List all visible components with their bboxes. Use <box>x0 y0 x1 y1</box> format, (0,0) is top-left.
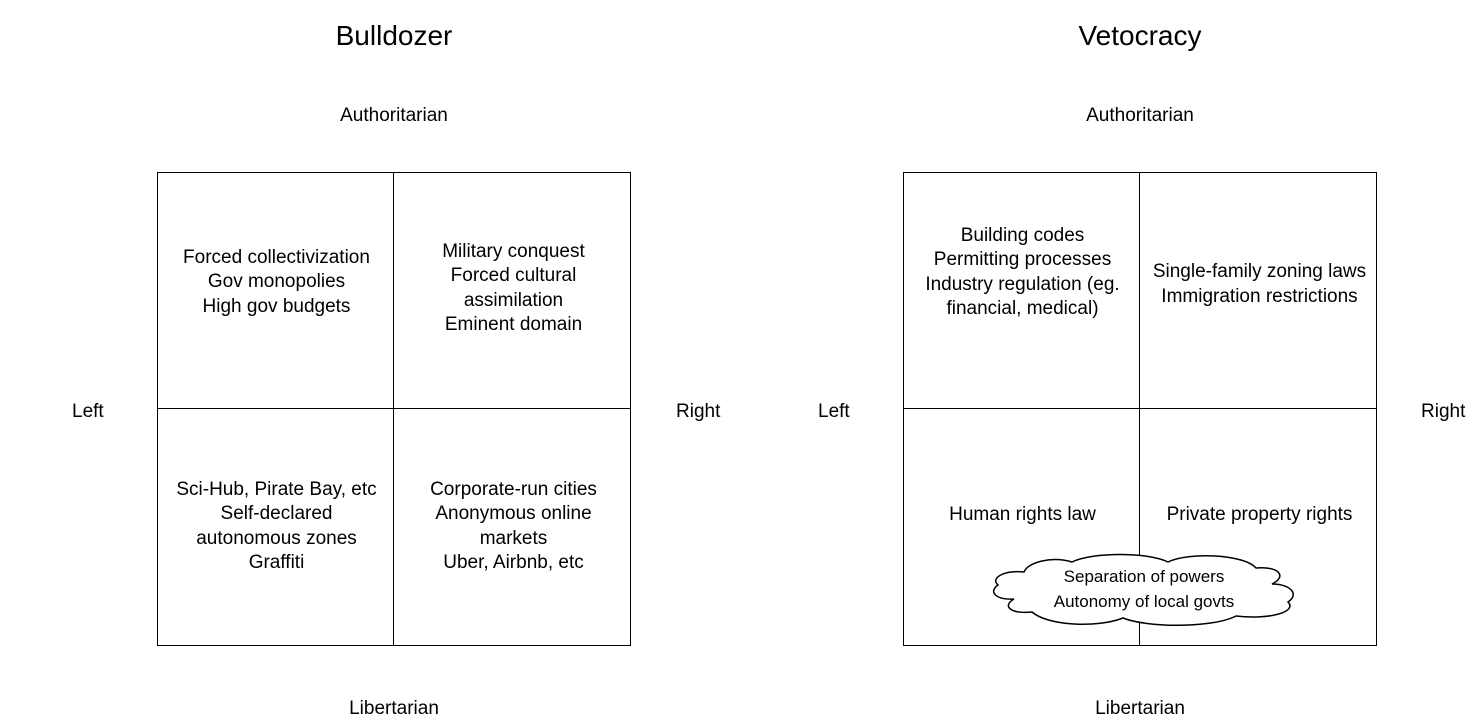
cell-line: Graffiti <box>248 552 305 573</box>
cell-line: Forced cultural <box>450 265 577 286</box>
vetocracy-cell-bottom-right: Private property rights <box>1141 410 1378 647</box>
cell-line: Anonymous online <box>435 503 592 524</box>
cloud-line-1: Separation of powers <box>1063 567 1225 586</box>
cell-line: Corporate-run cities <box>430 478 597 500</box>
bulldozer-cell-bottom-left: Sci-Hub, Pirate Bay, etc Self-declared a… <box>158 410 395 647</box>
vetocracy-cell-top-left: Building codes Permitting processes Indu… <box>904 173 1141 410</box>
cell-line: financial, medical) <box>946 298 1099 319</box>
cell-line: Permitting processes <box>933 249 1112 270</box>
vetocracy-axis-right-label: Right <box>1421 401 1466 422</box>
cloud-shape <box>993 553 1294 627</box>
vetocracy-cell-bottom-left: Human rights law <box>904 410 1141 647</box>
vetocracy-axis-left-label: Left <box>818 401 850 422</box>
bulldozer-axis-bottom-label: Libertarian <box>349 698 439 719</box>
cell-line: High gov budgets <box>202 295 351 317</box>
cell-line: Immigration restrictions <box>1161 285 1358 307</box>
bulldozer-cell-top-left: Forced collectivization Gov monopolies H… <box>158 173 395 410</box>
bulldozer-horizontal-divider <box>158 408 630 410</box>
cell-line: assimilation <box>463 289 564 311</box>
bulldozer-quadrant-grid: Forced collectivization Gov monopolies H… <box>157 172 631 646</box>
bulldozer-title: Bulldozer <box>335 20 453 51</box>
bulldozer-cell-top-right: Military conquest Forced cultural assimi… <box>395 173 632 410</box>
vetocracy-cell-top-right: Single-family zoning laws Immigration re… <box>1141 173 1378 410</box>
cloud-line-2: Autonomy of local govts <box>1053 592 1235 611</box>
bulldozer-axis-left-label: Left <box>72 401 104 422</box>
cell-line: Industry regulation (eg. <box>925 273 1120 295</box>
cell-line: Building codes <box>960 224 1085 246</box>
cell-line: Gov monopolies <box>207 271 346 293</box>
cell-line: Uber, Airbnb, etc <box>443 552 584 573</box>
cell-line: Military conquest <box>442 240 585 262</box>
vetocracy-quadrant-grid: Building codes Permitting processes Indu… <box>903 172 1377 646</box>
bulldozer-axis-top-label: Authoritarian <box>340 105 448 126</box>
bulldozer-cell-bottom-right: Corporate-run cities Anonymous online ma… <box>395 410 632 647</box>
cell-line: Private property rights <box>1166 504 1353 526</box>
bulldozer-axis-right-label: Right <box>676 401 721 422</box>
cell-line: Self-declared <box>220 503 333 524</box>
cell-line: Sci-Hub, Pirate Bay, etc <box>176 478 377 500</box>
cell-line: Eminent domain <box>444 314 583 335</box>
vetocracy-axis-bottom-label: Libertarian <box>1095 698 1185 719</box>
cell-line: markets <box>479 527 548 549</box>
vetocracy-horizontal-divider <box>904 408 1376 410</box>
cell-line: Single-family zoning laws <box>1152 261 1367 282</box>
separation-of-powers-cloud: Separation of powers Autonomy of local g… <box>988 550 1300 630</box>
cell-line: autonomous zones <box>196 527 357 549</box>
vetocracy-axis-top-label: Authoritarian <box>1086 105 1194 126</box>
cell-line: Forced collectivization <box>183 246 370 268</box>
cell-line: Human rights law <box>949 504 1096 526</box>
vetocracy-title: Vetocracy <box>1078 20 1202 51</box>
